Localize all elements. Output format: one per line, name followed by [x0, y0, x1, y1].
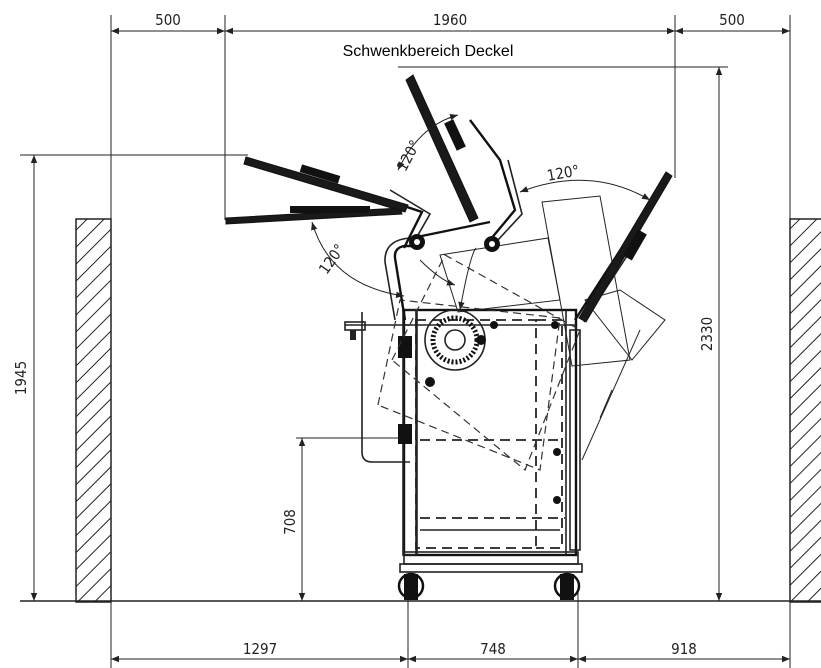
dim-bottom-right: 918 — [671, 640, 697, 658]
wheels — [397, 572, 581, 600]
wall-left — [75, 218, 112, 603]
drawing-title: Schwenkbereich Deckel — [343, 43, 514, 60]
dim-bottom-middle: 748 — [480, 640, 506, 658]
wall-right — [789, 218, 821, 603]
dim-top-left: 500 — [155, 11, 181, 29]
dim-top-middle: 1960 — [433, 11, 467, 29]
height-inner-dimension: 708 — [281, 437, 410, 601]
dim-height-right: 2330 — [698, 317, 716, 351]
angle-top: 120° — [393, 137, 424, 174]
angle-right: 120° — [546, 161, 581, 184]
dim-top-right: 500 — [719, 11, 745, 29]
dim-height-left: 1945 — [12, 361, 30, 395]
height-left-dimension: 1945 — [12, 154, 248, 601]
height-right-dimension: 2330 — [420, 66, 728, 601]
swing-outlines — [377, 195, 666, 471]
bottom-dimensions: 1297 748 918 — [110, 580, 791, 668]
dim-bottom-left: 1297 — [243, 640, 277, 658]
machine-body — [344, 308, 583, 573]
dim-height-inner: 708 — [281, 509, 299, 535]
top-dimensions: 500 1960 500 — [110, 11, 791, 220]
